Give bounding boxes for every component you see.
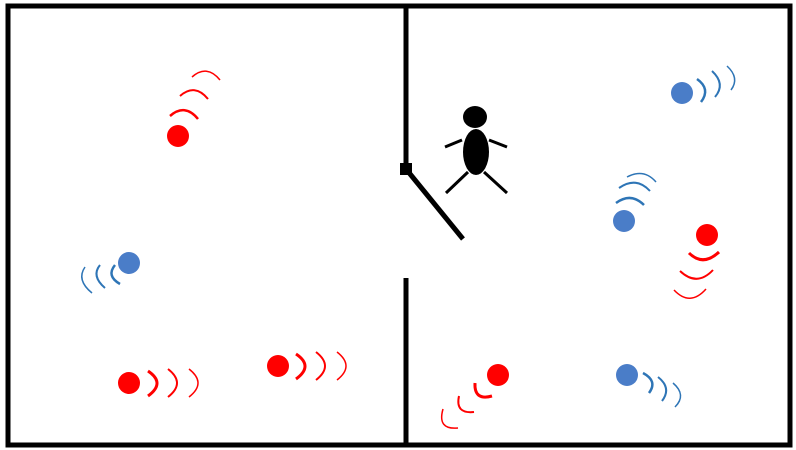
particle-red [167, 71, 220, 147]
particle-red [674, 224, 719, 298]
particle-blue [613, 173, 656, 232]
particle-blue [616, 364, 681, 407]
particle-red [442, 364, 509, 428]
particle-blue [82, 252, 140, 293]
particle-blue [671, 66, 735, 104]
particle-red [118, 369, 198, 397]
person-icon [445, 106, 507, 193]
door [406, 169, 463, 239]
particle-red [267, 352, 346, 380]
